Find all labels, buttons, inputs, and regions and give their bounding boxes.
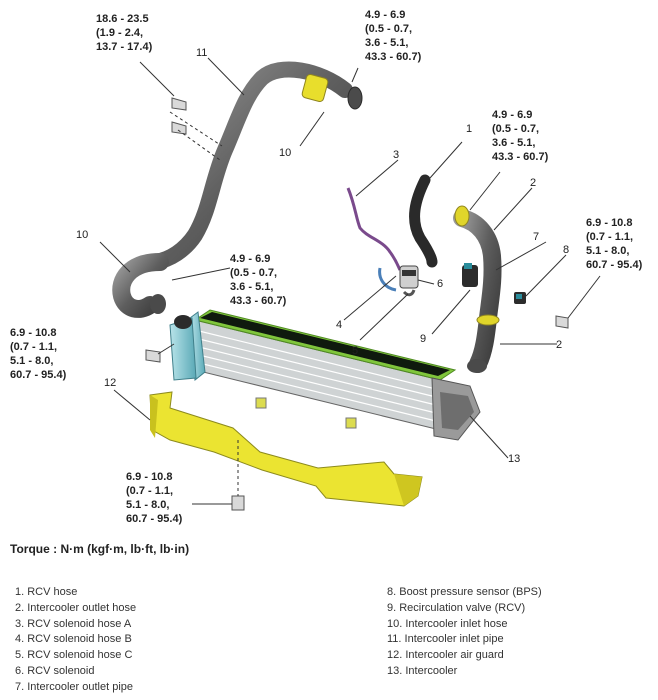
legend-item: 2. Intercooler outlet hose: [15, 601, 137, 614]
legend-item: 5. RCV solenoid hose C: [15, 649, 133, 662]
legend-item: 1. RCV hose: [15, 586, 78, 598]
legend-item: 4. RCV solenoid hose B: [15, 633, 132, 646]
callout-13: 13: [508, 453, 520, 465]
callout-7: 7: [533, 231, 539, 243]
torque-label-inlet-pipe-bolt: 18.6 - 23.5 (1.9 - 2.4, 13.7 - 17.4): [96, 13, 153, 53]
callout-8: 8: [563, 244, 569, 256]
callout-1: 1: [466, 123, 472, 135]
rcv-solenoid-hose-c: [402, 289, 416, 297]
bolt-bps: [555, 315, 569, 329]
callout-9: 9: [420, 333, 426, 345]
intercooler-inlet-pipe: [147, 61, 363, 270]
rcv-solenoid-hose-b: [378, 267, 397, 292]
callout-5: 5: [352, 345, 358, 357]
rcv-solenoid: [399, 265, 419, 289]
torque-label-air-guard-bolt: 6.9 - 10.8 (0.7 - 1.1, 5.1 - 8.0, 60.7 -…: [126, 471, 183, 525]
recirculation-valve: [462, 263, 478, 287]
callout-10-upper: 10: [279, 147, 291, 159]
legend-item: 9. Recirculation valve (RCV): [387, 601, 526, 614]
intercooler: [169, 309, 481, 441]
intercooler-outlet-pipe: [453, 205, 502, 373]
rcv-hose: [409, 174, 438, 268]
leader-lines: [99, 57, 601, 505]
torque-label-bps-bolt: 6.9 - 10.8 (0.7 - 1.1, 5.1 - 8.0, 60.7 -…: [586, 217, 643, 271]
callout-2-lower: 2: [556, 339, 562, 351]
bolt-inlet-pipe: [171, 97, 187, 135]
rcv-solenoid-hose-a: [346, 187, 402, 271]
bolt-air-guard: [231, 495, 245, 511]
bolt-intercooler-left: [145, 349, 161, 363]
callout-4: 4: [336, 319, 342, 331]
torque-label-intercooler-bolt: 6.9 - 10.8 (0.7 - 1.1, 5.1 - 8.0, 60.7 -…: [10, 327, 67, 381]
legend-item: 3. RCV solenoid hose A: [15, 617, 132, 630]
callout-11: 11: [196, 47, 207, 59]
torque-label-outlet-hose-clamp: 4.9 - 6.9 (0.5 - 0.7, 3.6 - 5.1, 43.3 - …: [492, 109, 549, 163]
torque-label-inlet-hose-lower-clamp: 4.9 - 6.9 (0.5 - 0.7, 3.6 - 5.1, 43.3 - …: [230, 253, 287, 307]
callout-6: 6: [437, 278, 443, 290]
intercooler-exploded-diagram: 18.6 - 23.5 (1.9 - 2.4, 13.7 - 17.4) 4.9…: [10, 9, 643, 525]
legend-item: 10. Intercooler inlet hose: [387, 617, 508, 630]
torque-units-caption: Torque : N·m (kgf·m, lb·ft, lb·in): [10, 542, 190, 556]
callout-2-upper: 2: [530, 177, 536, 189]
callout-10-lower: 10: [76, 229, 88, 241]
legend-item: 8. Boost pressure sensor (BPS): [387, 586, 542, 598]
intercooler-air-guard: [149, 391, 423, 507]
callout-3: 3: [393, 149, 399, 161]
callout-12: 12: [104, 377, 116, 389]
legend-column-left: 1. RCV hose 2. Intercooler outlet hose 3…: [15, 585, 136, 696]
legend-item: 6. RCV solenoid: [15, 664, 95, 677]
intercooler-inlet-hose: [112, 253, 169, 318]
torque-label-inlet-hose-clamp: 4.9 - 6.9 (0.5 - 0.7, 3.6 - 5.1, 43.3 - …: [365, 9, 422, 63]
legend-item: 11. Intercooler inlet pipe: [387, 633, 504, 646]
boost-pressure-sensor: [514, 292, 526, 304]
legend-item: 13. Intercooler: [387, 664, 458, 677]
legend-item: 12. Intercooler air guard: [387, 649, 504, 662]
legend-column-right: 8. Boost pressure sensor (BPS) 9. Recirc…: [387, 585, 542, 680]
legend-item: 7. Intercooler outlet pipe: [15, 680, 134, 693]
